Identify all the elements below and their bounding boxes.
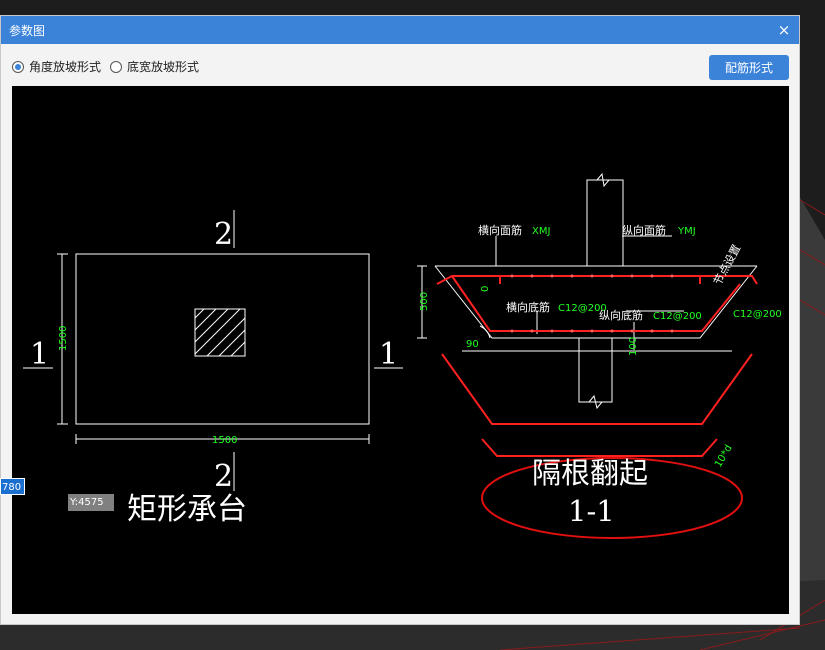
column-upper bbox=[586, 179, 624, 267]
side-spec: C12@200 bbox=[733, 309, 782, 320]
section-height-dim: 500 bbox=[419, 292, 430, 311]
section-zero-dim: 0 bbox=[480, 286, 491, 292]
section-rebar bbox=[436, 275, 758, 457]
radio-checked-icon bbox=[12, 60, 24, 73]
plan-top-mark: 2 bbox=[214, 217, 233, 252]
longitudinal-top-label: 纵向面筋 bbox=[622, 223, 666, 237]
radio-unchecked-icon bbox=[110, 60, 122, 73]
caption-oval bbox=[481, 457, 743, 539]
parameter-dialog: 参数图 × 角度放坡形式 底宽放坡形式 配筋形式 bbox=[0, 15, 800, 625]
bottom-width-slope-label: 底宽放坡形式 bbox=[127, 60, 200, 74]
transverse-bottom-label: 横向底筋 bbox=[506, 300, 550, 314]
coordinate-y-readout: Y:4575 bbox=[68, 494, 114, 511]
cap-outline bbox=[75, 253, 370, 425]
transverse-top-code: XMJ bbox=[532, 226, 550, 237]
rebar-form-button[interactable]: 配筋形式 bbox=[709, 55, 789, 80]
dialog-titlebar[interactable]: 参数图 × bbox=[1, 16, 799, 44]
section-100-dim: 100 bbox=[628, 337, 639, 356]
node-setting-label: 节点设置 bbox=[711, 242, 743, 287]
plan-right-mark: 1 bbox=[379, 337, 398, 372]
angle-label: 90 bbox=[466, 339, 479, 350]
plan-left-mark: 1 bbox=[30, 337, 49, 372]
plan-bottom-mark: 2 bbox=[214, 459, 233, 494]
hook-length-label: 10*d bbox=[713, 443, 735, 469]
close-icon[interactable]: × bbox=[777, 21, 791, 39]
longitudinal-bottom-spec: C12@200 bbox=[653, 311, 702, 322]
longitudinal-bottom-label: 纵向底筋 bbox=[599, 308, 643, 322]
coordinate-x-input[interactable]: 780 bbox=[0, 478, 25, 495]
angle-slope-radio[interactable]: 角度放坡形式 bbox=[12, 58, 101, 75]
bottom-width-slope-radio[interactable]: 底宽放坡形式 bbox=[110, 58, 199, 75]
section-view bbox=[417, 172, 758, 410]
column-hatch bbox=[195, 309, 245, 356]
transverse-top-label: 横向面筋 bbox=[478, 223, 522, 237]
longitudinal-top-code: YMJ bbox=[677, 226, 696, 237]
plan-height-dim: 1500 bbox=[58, 326, 69, 351]
dialog-title: 参数图 bbox=[9, 24, 46, 38]
transverse-bottom-spec: C12@200 bbox=[558, 303, 607, 314]
cad-drawing: 2 2 1 1 1500 1500 矩形承台 bbox=[23, 172, 782, 539]
section-caption-number: 1-1 bbox=[568, 494, 615, 528]
section-caption-title: 隔根翻起 bbox=[532, 456, 648, 490]
angle-slope-label: 角度放坡形式 bbox=[29, 60, 102, 74]
rebar-dots bbox=[510, 274, 674, 333]
plan-width-dim: 1500 bbox=[212, 435, 237, 446]
plan-caption: 矩形承台 bbox=[127, 492, 247, 527]
drawing-canvas[interactable]: 2 2 1 1 1500 1500 矩形承台 bbox=[12, 86, 789, 614]
column-lower bbox=[578, 337, 613, 403]
toolbar: 角度放坡形式 底宽放坡形式 配筋形式 bbox=[1, 44, 799, 86]
plan-view bbox=[23, 210, 403, 491]
column-outline bbox=[194, 308, 246, 357]
